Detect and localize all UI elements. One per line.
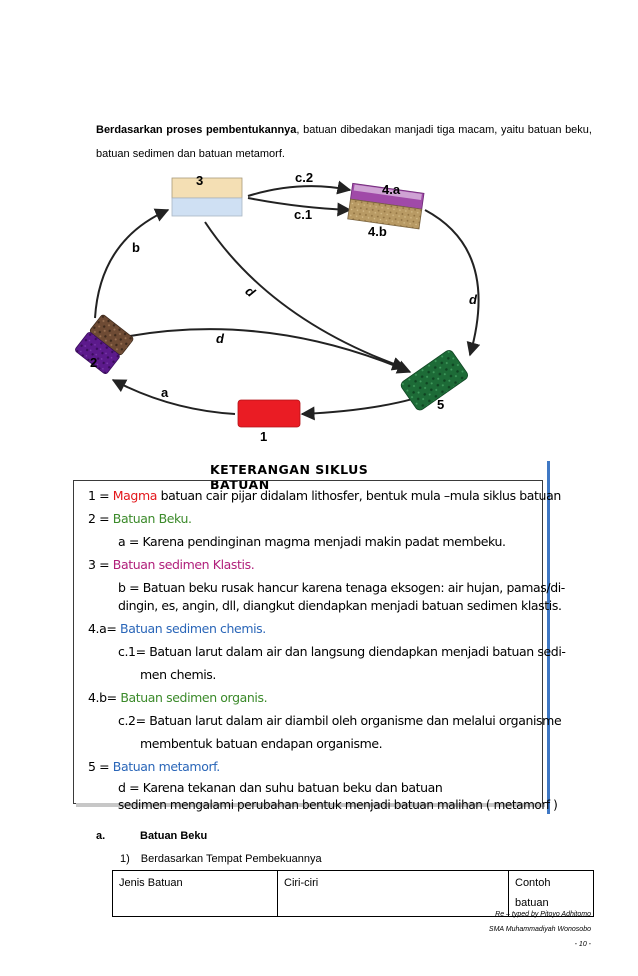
rock-type-table: Jenis Batuan Ciri-ciri Contoh batuan [112, 870, 594, 917]
arrow-b [94, 208, 170, 319]
node-label-4a: 4.a [382, 182, 401, 197]
arrow-d-right [424, 209, 481, 357]
node-label-1: 1 [260, 429, 267, 444]
legend-line-5: 5 = Batuan metamorf. [88, 759, 220, 774]
node-5-metamorf [400, 350, 468, 411]
node-label-2: 2 [90, 355, 97, 370]
legend-box: 1 = Magma batuan cair pijar didalam lith… [73, 461, 566, 814]
legend-shadow [76, 803, 545, 807]
intro-bold-phrase: Berdasarkan proses pembentukannya [96, 124, 297, 136]
legend-line-d-2: sedimen mengalami perubahan bentuk menja… [118, 798, 558, 812]
section-letter: a. [96, 830, 106, 842]
node-1-magma [237, 399, 301, 428]
footer-school: SMA Muhammadiyah Wonosobo [488, 926, 591, 933]
legend-line-1: 1 = Magma batuan cair pijar didalam lith… [88, 488, 561, 503]
legend-line-2a: a = Karena pendinginan magma menjadi mak… [118, 534, 506, 549]
section-subtitle: 1) Berdasarkan Tempat Pembekuannya [120, 853, 322, 865]
legend-line-4b: 4.b= Batuan sedimen organis. [88, 690, 268, 705]
arrow-label-d-diagonal: d [242, 283, 259, 300]
arrow-label-a: a [161, 385, 169, 400]
node-2-bottom [75, 332, 120, 375]
table-header-contoh: Contoh batuan [508, 870, 594, 917]
legend-line-4a: 4.a= Batuan sedimen chemis. [88, 621, 266, 636]
legend-line-2: 2 = Batuan Beku. [88, 511, 192, 526]
legend-line-c2-1: c.2= Batuan larut dalam air diambil oleh… [118, 713, 562, 728]
arrow-d-horizontal [129, 328, 412, 374]
node-4a-highlight [353, 184, 422, 200]
section-title: Batuan Beku [140, 830, 208, 842]
node-3-top [171, 177, 243, 199]
arrow-label-c1: c.1 [294, 207, 312, 222]
legend-line-3: 3 = Batuan sedimen Klastis. [88, 557, 255, 572]
legend-line-c2-2: membentuk batuan endapan organisme. [140, 736, 383, 751]
arrow-label-c2: c.2 [295, 170, 313, 185]
legend-line-d-1: d = Karena tekanan dan suhu batuan beku … [118, 780, 443, 795]
legend-line-c1-2: men chemis. [140, 667, 216, 682]
legend-edge-bar [547, 461, 550, 814]
node-label-3: 3 [196, 173, 203, 188]
footer-credit: Re – typed by Pitoyo Adhitomo [495, 911, 591, 918]
table-header-row: Jenis Batuan Ciri-ciri Contoh batuan [112, 870, 594, 917]
node-label-5: 5 [437, 397, 444, 412]
intro-rest: , batuan dibedakan manjadi tiga macam, y… [96, 124, 592, 160]
arrow-label-d-right: d [469, 292, 478, 307]
arrow-label-d-horizontal: d [216, 331, 225, 346]
arrow-a [111, 379, 236, 415]
table-header-jenis: Jenis Batuan [112, 870, 278, 917]
arrow-label-b: b [132, 240, 140, 255]
legend-line-c1-1: c.1= Batuan larut dalam air dan langsung… [118, 644, 566, 659]
legend-line-3b-1: b = Batuan beku rusak hancur karena tena… [118, 580, 565, 595]
arrow-c2 [247, 180, 352, 197]
node-label-4b: 4.b [368, 224, 387, 239]
section-heading: a. Batuan Beku [96, 830, 207, 842]
node-3-bottom [171, 197, 243, 217]
footer-page-number: - 10 - [574, 941, 591, 948]
intro-paragraph: Berdasarkan proses pembentukannya, batua… [96, 118, 592, 166]
legend-line-3b-2: dingin, es, angin, dll, diangkut diendap… [118, 598, 562, 613]
arrow-d-diagonal [204, 221, 407, 371]
arrow-c1 [247, 197, 352, 217]
table-header-ciri: Ciri-ciri [277, 870, 509, 917]
rock-cycle-diagram: 3 4.a 4.b 2 5 1 c.2 c.1 b d d d a [75, 170, 481, 444]
node-4b-organis [347, 198, 423, 230]
